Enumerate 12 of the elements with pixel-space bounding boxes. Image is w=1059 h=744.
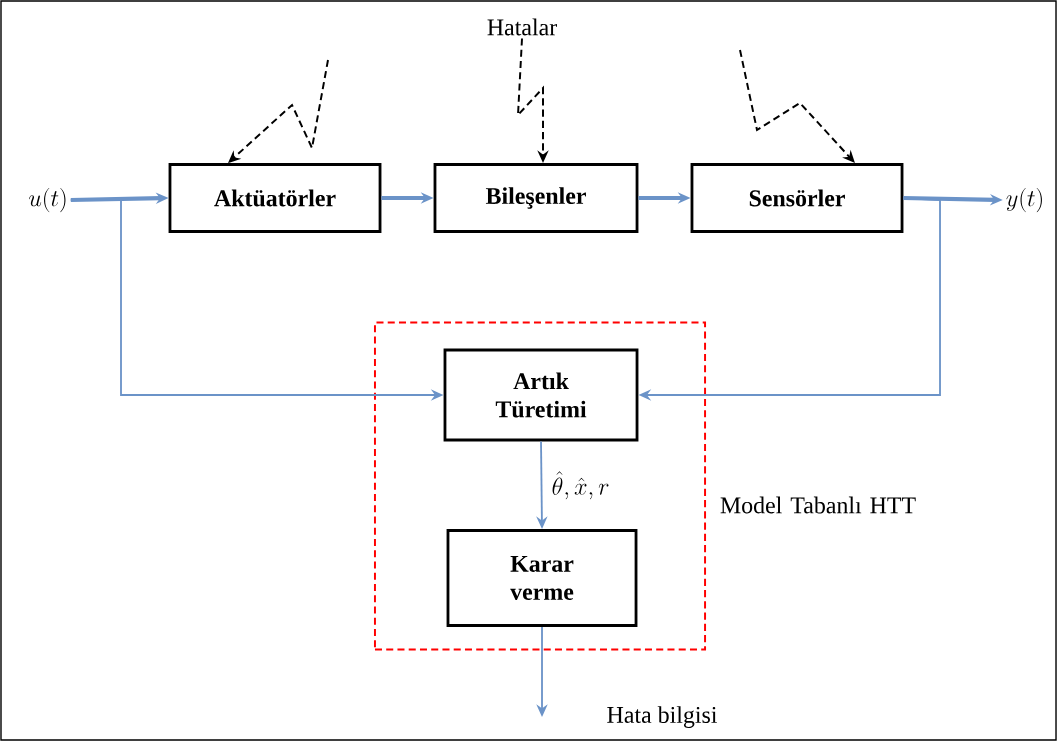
edge-label: $\hat{\theta},\hat{x},r$ [550, 469, 611, 501]
text-label: Hatalar [487, 18, 557, 36]
signal-label: $u(t)$ [29, 187, 66, 213]
text-label: Hata bilgisi [607, 706, 717, 728]
process-box: Bileşenler [433, 163, 639, 233]
process-box: Artık Türetimi [443, 348, 639, 442]
signal-label: $y(t)$ [1006, 187, 1042, 213]
annotation-text: Model Tabanlı HTT [720, 496, 916, 514]
dashed-boundary [373, 321, 707, 651]
process-box: Sensörler [690, 163, 904, 233]
process-box: Karar verme [446, 529, 638, 627]
process-box: Aktüatörler [168, 163, 382, 233]
